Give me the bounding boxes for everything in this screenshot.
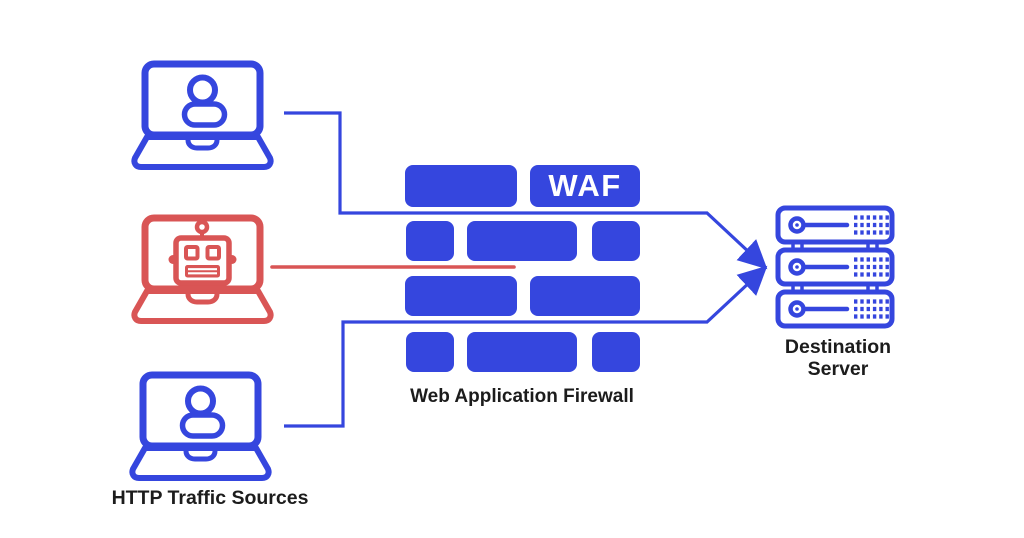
waf-brick xyxy=(592,332,640,372)
server-stack-icon xyxy=(778,208,892,326)
waf-brick xyxy=(467,332,577,372)
user-laptop-bottom-icon xyxy=(132,375,268,478)
waf-badge-label: WAF xyxy=(548,168,622,203)
waf-brick xyxy=(530,276,640,316)
destination-server-label-line2: Server xyxy=(807,357,869,380)
bot-laptop-icon xyxy=(134,218,270,321)
waf-label-brick: WAF xyxy=(530,165,640,207)
robot-icon xyxy=(169,222,237,283)
waf-brick xyxy=(405,276,517,316)
traffic-line-top-user xyxy=(284,111,768,270)
waf-brick xyxy=(406,332,454,372)
traffic-lines xyxy=(270,111,768,428)
traffic-line-bottom-user xyxy=(284,265,768,428)
web-application-firewall-label: Web Application Firewall xyxy=(410,386,634,407)
server-unit-1 xyxy=(778,208,892,242)
waf-brick xyxy=(406,221,454,261)
waf-brick xyxy=(467,221,577,261)
destination-server-label-line1: Destination xyxy=(784,336,892,358)
destination-server-label: Destination Server xyxy=(777,336,899,380)
http-traffic-sources-label: HTTP Traffic Sources xyxy=(111,487,309,509)
user-laptop-top-icon xyxy=(134,64,270,167)
waf-brick xyxy=(592,221,640,261)
server-unit-3 xyxy=(778,292,892,326)
waf-brick xyxy=(405,165,517,207)
server-unit-2 xyxy=(778,250,892,284)
